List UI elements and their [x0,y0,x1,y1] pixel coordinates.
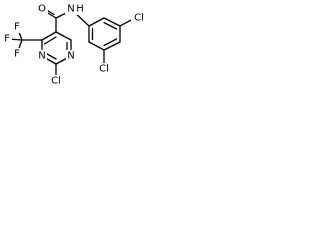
bond-ph-c1-c2 [88,17,105,27]
bond-ph-c4-c5 [103,41,121,51]
atom-h-amide: H [76,4,84,15]
bond-ph-cl-top [119,18,134,27]
atom-f-bottom: F [14,49,20,60]
atom-cl-phenyl-bottom: Cl [99,64,109,75]
atom-n-ring-top: N [67,51,74,62]
chemical-structure: F F F N N Cl O N H Cl Cl [2,3,147,87]
bond-ph-c2-c3-inner [103,21,118,30]
bond-c4-c5 [41,31,57,41]
atom-cl-phenyl-top: Cl [134,13,144,24]
atom-cl-pyrimidine: Cl [51,76,61,87]
bond-ph-c5-c6 [88,41,105,51]
bond-ph-c4-c5-inner [103,38,118,47]
atom-labels: F F F N N Cl O N H Cl Cl [2,3,147,87]
atom-n-ring-bottom: N [38,51,45,62]
bond-ph-c2-c3 [103,17,121,27]
atom-o-carbonyl: O [38,4,46,15]
bond-c4-c5-inner [43,36,57,45]
bond-c5-c6 [55,31,72,41]
atom-n-amide: N [67,4,74,15]
bond-lines [7,8,134,80]
atom-f-left: F [4,34,10,45]
atom-f-top: F [14,22,20,33]
